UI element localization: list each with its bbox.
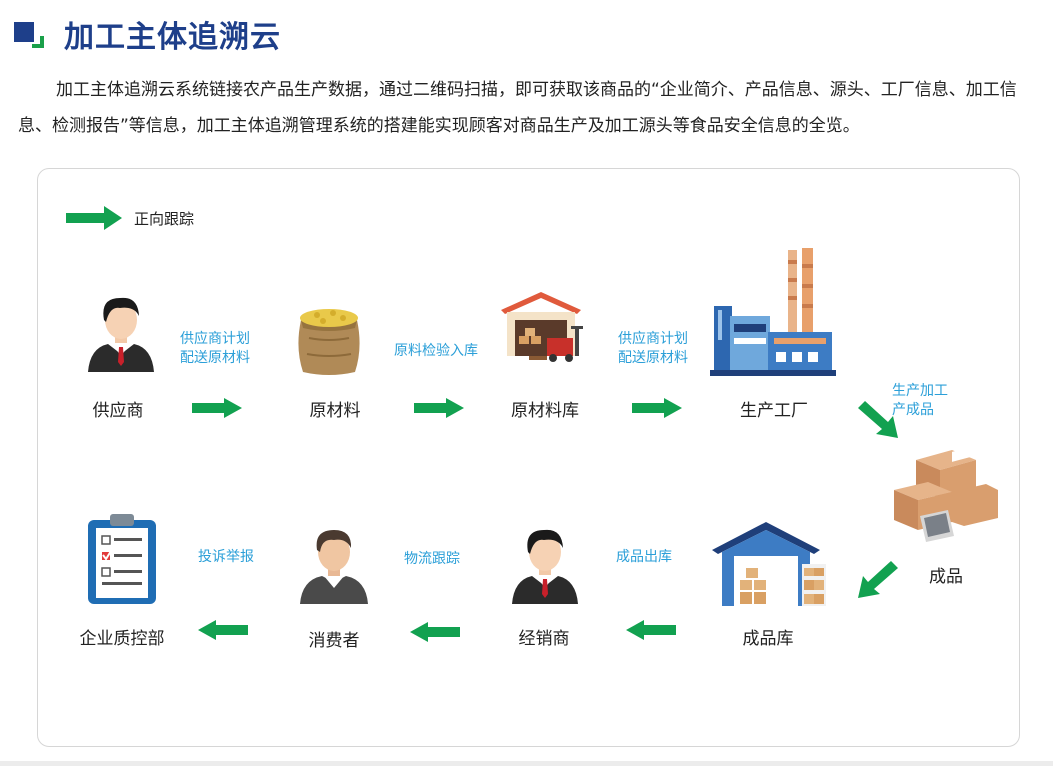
arrow-left-icon <box>626 620 676 640</box>
arrow-right-icon <box>632 398 682 418</box>
edge-label-line: 原料检验入库 <box>394 343 478 359</box>
distributor-person-icon <box>512 529 578 604</box>
product-boxes-icon <box>894 447 998 542</box>
node-raw-material: 原材料 <box>309 401 361 421</box>
edge-label-line: 配送原材料 <box>180 350 250 366</box>
quality-clipboard-icon <box>88 514 156 604</box>
edge-label-line: 产成品 <box>892 402 934 418</box>
edge-label-raw-warehouse: 原料检验入库 <box>394 342 478 361</box>
arrow-left-icon <box>410 622 460 642</box>
flow-diagram-panel <box>37 168 1020 747</box>
raw-material-warehouse-icon <box>501 292 583 362</box>
grain-sack-icon <box>298 309 360 375</box>
arrow-down-left-icon <box>858 561 898 598</box>
page-bottom-divider <box>0 761 1053 766</box>
node-distributor: 经销商 <box>518 629 570 649</box>
page-title: 加工主体追溯云 <box>64 20 281 55</box>
edge-label-line: 配送原材料 <box>618 350 688 366</box>
edge-label-warehouse-distributor: 成品出库 <box>616 548 672 567</box>
edge-label-line: 成品出库 <box>616 549 672 565</box>
edge-label-supplier-raw: 供应商计划 配送原材料 <box>180 330 250 368</box>
arrow-down-right-icon <box>858 401 898 438</box>
node-quality-dept: 企业质控部 <box>79 629 165 649</box>
supplier-person-icon <box>88 297 154 372</box>
factory-icon <box>710 248 836 376</box>
forward-arrow-icon <box>66 206 122 230</box>
product-warehouse-icon <box>712 522 826 606</box>
edge-label-line: 供应商计划 <box>180 331 250 347</box>
node-supplier: 供应商 <box>92 401 144 421</box>
arrow-right-icon <box>414 398 464 418</box>
legend-label: 正向跟踪 <box>134 209 195 228</box>
edge-label-warehouse-factory: 供应商计划 配送原材料 <box>618 330 688 368</box>
edge-label-line: 物流跟踪 <box>404 551 460 567</box>
edge-label-line: 供应商计划 <box>618 331 688 347</box>
heading-marker-icon <box>14 18 46 50</box>
node-finished-product: 成品 <box>929 567 963 587</box>
node-product-warehouse: 成品库 <box>742 629 794 649</box>
node-raw-material-warehouse: 原材料库 <box>511 401 579 421</box>
node-production-factory: 生产工厂 <box>740 401 808 421</box>
edge-label-distributor-consumer: 物流跟踪 <box>404 550 460 569</box>
arrow-right-icon <box>192 398 242 418</box>
legend: 正向跟踪 <box>66 206 194 230</box>
node-consumer: 消费者 <box>308 631 360 651</box>
consumer-person-icon <box>300 530 368 604</box>
intro-paragraph: 加工主体追溯云系统链接农产品生产数据，通过二维码扫描，即可获取该商品的“企业简介… <box>18 80 1017 136</box>
edge-label-consumer-quality: 投诉举报 <box>198 548 254 567</box>
arrow-left-icon <box>198 620 248 640</box>
edge-label-line: 生产加工 <box>892 383 948 399</box>
section-heading: 加工主体追溯云 <box>14 14 281 55</box>
edge-label-factory-product: 生产加工 产成品 <box>892 382 948 420</box>
edge-label-line: 投诉举报 <box>198 549 254 565</box>
